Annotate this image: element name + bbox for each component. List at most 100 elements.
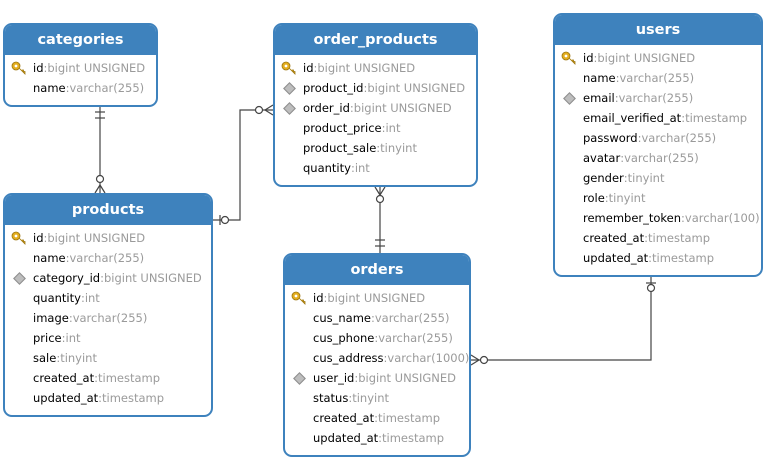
field-separator: :	[383, 351, 388, 365]
field-row[interactable]: created_at: timestamp	[555, 228, 761, 248]
field-name: quantity	[303, 161, 351, 175]
field-name: user_id	[313, 371, 355, 385]
field-name: product_id	[303, 81, 364, 95]
field-name: id	[583, 51, 594, 65]
field-row[interactable]: price: int	[5, 328, 211, 348]
field-row[interactable]: password: varchar(255)	[555, 128, 761, 148]
table-title: order_products	[275, 25, 476, 55]
field-row[interactable]: id: bigint UNSIGNED	[275, 58, 476, 78]
field-row[interactable]: quantity: int	[5, 288, 211, 308]
field-row[interactable]: id: bigint UNSIGNED	[285, 288, 469, 308]
field-row[interactable]: name: varchar(255)	[555, 68, 761, 88]
field-row[interactable]: sale: tinyint	[5, 348, 211, 368]
field-row[interactable]: email: varchar(255)	[555, 88, 761, 108]
field-name: updated_at	[583, 251, 649, 265]
field-row[interactable]: cus_name: varchar(255)	[285, 308, 469, 328]
field-name: cus_address	[313, 351, 384, 365]
field-separator: :	[100, 271, 104, 285]
field-row[interactable]: cus_address: varchar(1000)	[285, 348, 469, 368]
field-separator: :	[94, 371, 98, 385]
relation-order-products-orders	[374, 186, 386, 253]
field-type: timestamp	[382, 431, 445, 445]
field-row[interactable]: product_id: bigint UNSIGNED	[275, 78, 476, 98]
table-title: users	[555, 15, 761, 45]
field-row[interactable]: product_price: int	[275, 118, 476, 138]
table-title: orders	[285, 255, 469, 285]
field-row[interactable]: id: bigint UNSIGNED	[5, 228, 211, 248]
field-separator: :	[681, 211, 685, 225]
field-name: sale	[33, 351, 57, 365]
field-row[interactable]: cus_phone: varchar(255)	[285, 328, 469, 348]
field-row[interactable]: created_at: timestamp	[285, 408, 469, 428]
field-row[interactable]: gender: tinyint	[555, 168, 761, 188]
key-icon	[275, 61, 303, 75]
field-separator: :	[681, 111, 686, 125]
field-type: bigint UNSIGNED	[47, 231, 146, 245]
field-name: created_at	[583, 231, 645, 245]
field-row[interactable]: avatar: varchar(255)	[555, 148, 761, 168]
field-separator: :	[65, 81, 70, 95]
field-row[interactable]: order_id: bigint UNSIGNED	[275, 98, 476, 118]
field-type: bigint UNSIGNED	[353, 101, 452, 115]
field-separator: :	[61, 331, 66, 345]
field-type: timestamp	[98, 371, 161, 385]
field-row[interactable]: id: bigint UNSIGNED	[555, 48, 761, 68]
field-row[interactable]: name: varchar(255)	[5, 248, 211, 268]
field-row[interactable]: updated_at: timestamp	[555, 248, 761, 268]
field-row[interactable]: email_verified_at: timestamp	[555, 108, 761, 128]
key-icon	[5, 231, 33, 245]
field-row[interactable]: updated_at: timestamp	[285, 428, 469, 448]
field-type: varchar(255)	[378, 331, 453, 345]
field-separator: :	[374, 331, 379, 345]
field-type: bigint UNSIGNED	[317, 61, 416, 75]
field-name: quantity	[33, 291, 81, 305]
field-separator: :	[604, 191, 609, 205]
field-row[interactable]: remember_token: varchar(100)	[555, 208, 761, 228]
field-row[interactable]: role: tinyint	[555, 188, 761, 208]
field-type: tinyint	[60, 351, 97, 365]
field-row[interactable]: product_sale: tinyint	[275, 138, 476, 158]
field-type: bigint UNSIGNED	[103, 271, 202, 285]
field-type: varchar(255)	[374, 311, 450, 325]
field-row[interactable]: image: varchar(255)	[5, 308, 211, 328]
field-separator: :	[376, 141, 381, 155]
field-name: created_at	[313, 411, 375, 425]
relation-products-order-products	[213, 104, 274, 225]
field-separator: :	[56, 351, 61, 365]
field-separator: :	[80, 291, 85, 305]
field-name: cus_phone	[313, 331, 375, 345]
field-type: tinyint	[352, 391, 390, 405]
field-type: varchar(255)	[69, 81, 145, 95]
field-name: email	[583, 91, 615, 105]
field-row[interactable]: created_at: timestamp	[5, 368, 211, 388]
field-name: created_at	[33, 371, 95, 385]
field-row[interactable]: quantity: int	[275, 158, 476, 178]
field-separator: :	[68, 311, 73, 325]
field-row[interactable]: updated_at: timestamp	[5, 388, 211, 408]
field-separator: :	[313, 61, 318, 75]
field-name: name	[33, 251, 66, 265]
field-name: role	[583, 191, 605, 205]
field-name: email_verified_at	[583, 111, 682, 125]
field-row[interactable]: name: varchar(255)	[5, 78, 156, 98]
field-row[interactable]: status: tinyint	[285, 388, 469, 408]
field-type: tinyint	[380, 141, 417, 155]
field-row[interactable]: user_id: bigint UNSIGNED	[285, 368, 469, 388]
field-name: id	[33, 61, 44, 75]
field-row[interactable]: id: bigint UNSIGNED	[5, 58, 156, 78]
field-type: int	[84, 291, 100, 305]
field-name: price	[33, 331, 62, 345]
field-name: id	[33, 231, 44, 245]
field-row[interactable]: category_id: bigint UNSIGNED	[5, 268, 211, 288]
field-type: bigint UNSIGNED	[327, 291, 426, 305]
